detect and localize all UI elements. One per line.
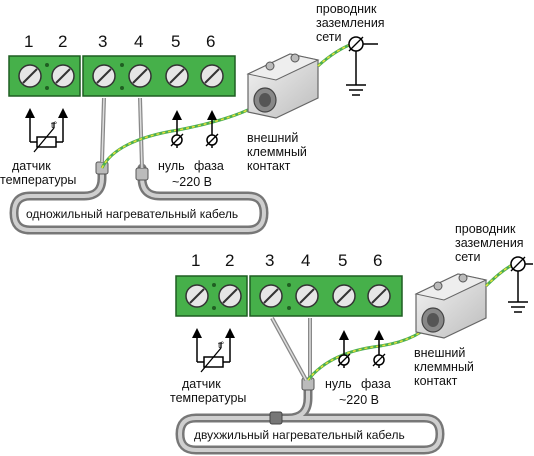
neutral-connection-icon <box>337 330 351 368</box>
external-contact-label-line2: клеммный <box>247 145 307 159</box>
voltage-label: ~220 В <box>172 175 212 189</box>
terminal-number-3: 3 <box>98 32 107 51</box>
terminal-number-4: 4 <box>134 32 143 51</box>
ground-label-line2: заземления <box>455 236 524 250</box>
sensor-label-line2: температуры <box>170 391 246 405</box>
ground-label-line1: проводник <box>316 2 377 16</box>
neutral-connection-icon <box>170 110 184 148</box>
phase-label: фаза <box>194 159 224 173</box>
diagram-bottom: двухжильный нагревательный кабель 1 2 3 … <box>170 222 533 455</box>
terminal-number-5: 5 <box>171 32 180 51</box>
terminal-screws <box>18 63 224 90</box>
ground-label-line2: заземления <box>316 16 385 30</box>
terminal-screws <box>185 283 391 310</box>
ground-label-line1: проводник <box>455 222 516 236</box>
terminal-number-5: 5 <box>338 251 347 270</box>
temperature-sensor-icon: t° <box>192 328 235 373</box>
external-contact-icon <box>414 273 488 339</box>
ground-label-line3: сети <box>455 250 481 264</box>
external-contact-label-line3: контакт <box>247 159 291 173</box>
external-contact-label-line1: внешний <box>414 346 465 360</box>
temperature-sensor-icon: t° <box>25 108 68 153</box>
terminal-number-2: 2 <box>225 251 234 270</box>
terminal-number-2: 2 <box>58 32 67 51</box>
sensor-label-line1: датчик <box>12 159 51 173</box>
ground-wire <box>100 98 267 169</box>
network-ground-wire <box>317 42 353 68</box>
cable-label: одножильный нагревательный кабель <box>26 207 238 221</box>
diagram-top: одножильный нагревательный кабель 1 2 3 <box>0 2 385 235</box>
phase-connection-icon <box>205 110 219 148</box>
cable-ferrule <box>135 167 149 181</box>
external-contact-label-line2: клеммный <box>414 360 474 374</box>
external-contact-label-line3: контакт <box>414 374 458 388</box>
phase-connection-icon <box>372 330 386 368</box>
neutral-label: нуль <box>325 377 352 391</box>
ground-label-line3: сети <box>316 30 342 44</box>
terminal-number-6: 6 <box>373 251 382 270</box>
external-contact-icon <box>246 53 320 119</box>
terminal-number-1: 1 <box>191 251 200 270</box>
external-contact-label-line1: внешний <box>247 131 298 145</box>
neutral-label: нуль <box>158 159 185 173</box>
phase-label: фаза <box>361 377 391 391</box>
terminal-number-4: 4 <box>301 251 310 270</box>
voltage-label: ~220 В <box>339 393 379 407</box>
terminal-number-3: 3 <box>265 251 274 270</box>
terminal-number-1: 1 <box>24 32 33 51</box>
cable-label: двухжильный нагревательный кабель <box>194 428 405 442</box>
ground-symbol-icon <box>346 36 378 96</box>
terminal-number-6: 6 <box>206 32 215 51</box>
sensor-label-line1: датчик <box>182 377 221 391</box>
svg-text:t°: t° <box>51 120 58 130</box>
cable-end-cap <box>269 411 283 425</box>
network-ground-wire <box>484 262 515 288</box>
sensor-label-line2: температуры <box>0 173 76 187</box>
svg-text:t°: t° <box>218 340 225 350</box>
ground-symbol-icon <box>508 256 533 313</box>
